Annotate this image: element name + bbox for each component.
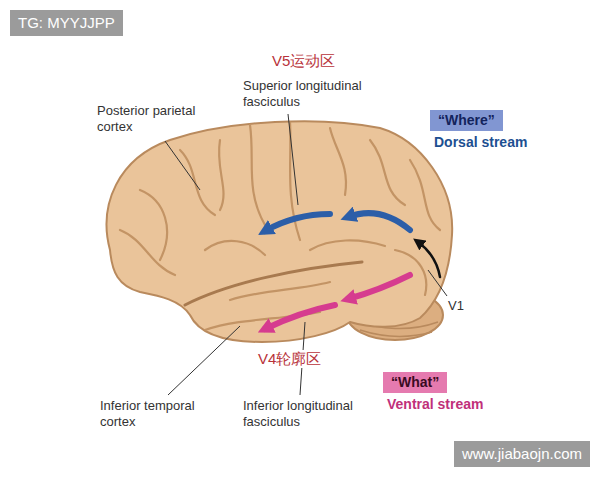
stream-heading: “Where” [430,110,503,131]
watermark-text: TG: MYYJJPP [18,14,115,32]
dorsal-arrow [348,213,410,230]
leader-lines [165,114,447,395]
stream-name: Ventral stream [383,393,484,413]
stream-arrows [265,213,440,329]
stream-name: Dorsal stream [430,131,527,151]
brain-gyri [120,122,440,330]
sulcus [410,160,440,230]
dorsal-arrow [265,214,330,231]
sulcus [120,230,175,275]
sulcus [230,282,330,300]
sulcus [330,128,346,195]
leader-line [165,141,200,190]
stream-legend-box: “What”Ventral stream [383,372,484,413]
tract-label: Inferior longitudinal fasciculus [243,398,388,429]
sulcus [250,125,265,225]
leader-line [168,326,240,395]
leader-line [288,114,298,205]
region-label: Inferior temporal cortex [100,398,208,429]
sulcus [219,140,224,210]
region-label: Posterior parietal cortex [97,103,222,134]
cerebellum-fold [360,330,432,336]
ventral-arrow [265,305,335,329]
sulcus [180,150,215,215]
leader-line [428,270,447,296]
area-label: V5运动区 [272,52,335,70]
brain-outline [107,121,453,342]
ventral-arrow [348,275,410,299]
watermark-box: TG: MYYJJPP [10,10,123,36]
area-label: V1 [448,298,464,314]
stream-legend-box: “Where”Dorsal stream [430,110,527,151]
sulcus [205,241,265,255]
sulcus [370,140,405,205]
sulcus [310,240,385,250]
stream-heading: “What” [383,372,447,393]
sylvian-fissure [185,262,362,305]
area-label: V4轮廓区 [256,350,323,368]
watermark-box: www.jiabaojn.com [454,441,590,467]
watermark-text: www.jiabaojn.com [462,445,582,463]
tract-label: Superior longitudinal fasciculus [243,78,393,109]
